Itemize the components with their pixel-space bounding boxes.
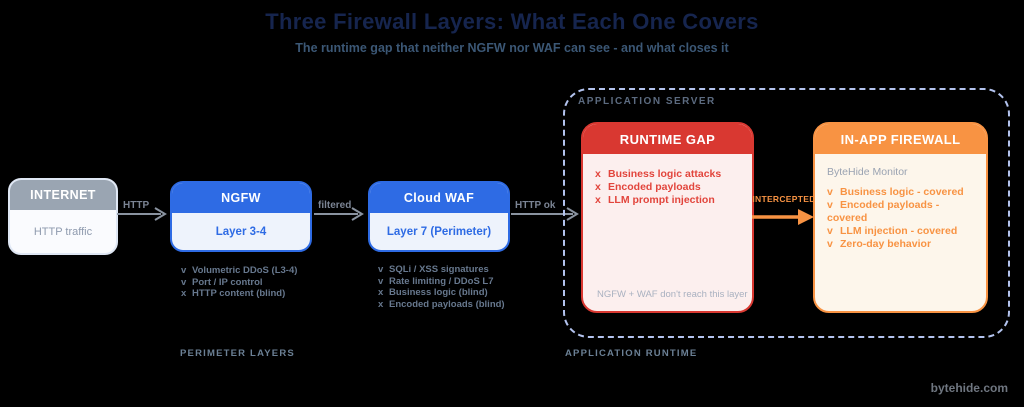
list-item-text: Port / IP control bbox=[192, 276, 263, 288]
check-mark: v bbox=[181, 276, 187, 288]
list-item-text: Business logic (blind) bbox=[389, 287, 488, 298]
inapp-firewall-header: IN-APP FIREWALL bbox=[815, 124, 986, 154]
check-mark: v bbox=[827, 186, 833, 198]
check-mark: v bbox=[378, 275, 384, 287]
intercepted-arrow-icon bbox=[752, 207, 816, 232]
ngfw-box: NGFW Layer 3-4 bbox=[170, 181, 312, 252]
list-item-text: LLM injection - covered bbox=[840, 225, 958, 237]
cross-mark: x bbox=[378, 287, 384, 298]
perimeter-layers-caption: PERIMETER LAYERS bbox=[180, 348, 295, 359]
list-item: v Business logic - covered bbox=[827, 186, 974, 199]
check-mark: v bbox=[181, 265, 187, 276]
application-server-label: APPLICATION SERVER bbox=[578, 96, 716, 107]
cloud-waf-box-header: Cloud WAF bbox=[370, 183, 508, 213]
intercepted-label: INTERCEPTED bbox=[752, 194, 816, 204]
list-item-text: Business logic attacks bbox=[608, 168, 722, 180]
application-server-container bbox=[563, 88, 1010, 338]
internet-box-header: INTERNET bbox=[10, 180, 116, 210]
runtime-gap-header: RUNTIME GAP bbox=[583, 124, 752, 154]
list-item: x LLM prompt injection bbox=[595, 194, 740, 207]
page-title: Three Firewall Layers: What Each One Cov… bbox=[265, 9, 759, 34]
cloud-waf-box: Cloud WAF Layer 7 (Perimeter) bbox=[368, 181, 510, 252]
ngfw-box-header: NGFW bbox=[172, 183, 310, 213]
list-item: v Zero-day behavior bbox=[827, 238, 974, 251]
list-item: v Rate limiting / DDoS L7 bbox=[378, 276, 505, 288]
internet-box-body: HTTP traffic bbox=[33, 225, 93, 238]
list-item-text: Encoded payloads bbox=[608, 181, 701, 193]
cloud-waf-box-body: Layer 7 (Perimeter) bbox=[386, 225, 492, 238]
list-item: v LLM injection - covered bbox=[827, 225, 974, 238]
arrow-right-icon bbox=[314, 206, 366, 227]
arrow-right-icon bbox=[511, 206, 581, 227]
cross-mark: x bbox=[595, 194, 601, 206]
list-item: x Encoded payloads bbox=[595, 181, 740, 194]
check-mark: v bbox=[827, 238, 833, 250]
list-item: x Business logic (blind) bbox=[378, 287, 505, 299]
application-runtime-caption: APPLICATION RUNTIME bbox=[565, 348, 698, 359]
list-item-text: LLM prompt injection bbox=[608, 194, 715, 206]
internet-box: INTERNET HTTP traffic bbox=[8, 178, 118, 255]
list-item: v Volumetric DDoS (L3-4) bbox=[181, 265, 297, 277]
list-item: x HTTP content (blind) bbox=[181, 288, 297, 300]
list-item-text: SQLi / XSS signatures bbox=[389, 264, 489, 275]
watermark-brand: bytehide.com bbox=[930, 381, 1008, 395]
list-item-text: Zero-day behavior bbox=[840, 238, 932, 250]
list-item-text: Encoded payloads - covered bbox=[827, 199, 940, 224]
list-item: x Business logic attacks bbox=[595, 168, 740, 181]
arrow-http-ok-label: HTTP ok bbox=[515, 200, 556, 211]
list-item: v SQLi / XSS signatures bbox=[378, 264, 505, 276]
check-mark: v bbox=[378, 264, 384, 275]
list-item-text: Business logic - covered bbox=[840, 186, 964, 198]
arrow-http-label: HTTP bbox=[123, 200, 150, 211]
inapp-firewall-box: IN-APP FIREWALL ByteHide Monitor v Busine… bbox=[813, 122, 988, 313]
check-mark: v bbox=[827, 225, 833, 237]
list-item: v Port / IP control bbox=[181, 277, 297, 289]
check-mark: v bbox=[827, 199, 833, 211]
list-item-text: Volumetric DDoS (L3-4) bbox=[192, 265, 298, 276]
arrow-right-icon bbox=[117, 206, 169, 227]
runtime-gap-note: NGFW + WAF don't reach this layer bbox=[597, 289, 748, 300]
arrow-filtered-label: filtered bbox=[318, 200, 352, 211]
cross-mark: x bbox=[378, 298, 384, 310]
list-item-text: HTTP content (blind) bbox=[192, 288, 286, 299]
page-subtitle: The runtime gap that neither NGFW nor WA… bbox=[295, 41, 729, 55]
list-item-text: Rate limiting / DDoS L7 bbox=[389, 275, 494, 287]
cross-mark: x bbox=[181, 288, 187, 299]
inapp-firewall-subheader: ByteHide Monitor bbox=[827, 166, 908, 178]
cross-mark: x bbox=[595, 168, 601, 180]
cross-mark: x bbox=[595, 181, 601, 193]
ngfw-box-body: Layer 3-4 bbox=[215, 225, 267, 238]
list-item-text: Encoded payloads (blind) bbox=[389, 298, 505, 310]
list-item: x Encoded payloads (blind) bbox=[378, 299, 505, 311]
